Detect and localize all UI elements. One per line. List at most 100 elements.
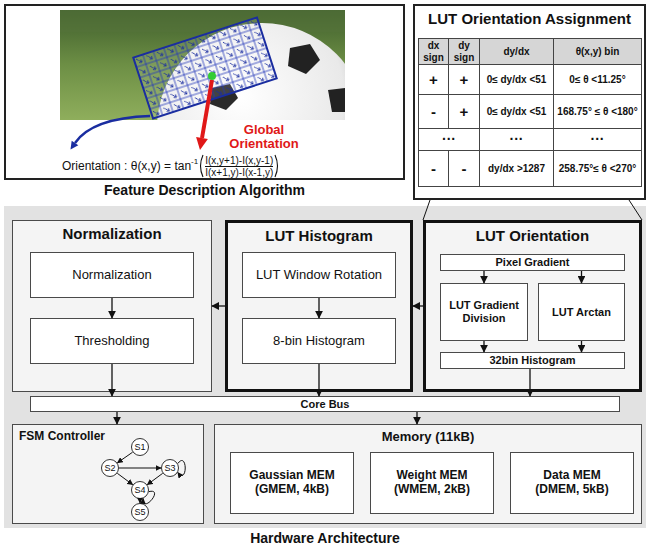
node-label: Normalization	[72, 268, 151, 283]
table-cell: 0≤ θ <11.25°	[554, 65, 642, 95]
table-cell: dy/dx >1287	[480, 151, 554, 187]
module-box: LUT HistogramLUT Window Rotation 8-bin Hi…	[225, 220, 413, 392]
connector	[529, 369, 530, 396]
connector	[116, 412, 117, 424]
cell-text: 258.75°≤ θ <270°	[559, 163, 637, 175]
parenthesis	[198, 154, 204, 178]
cell-text: 0≤ dy/dx <51	[487, 106, 547, 118]
algorithm-panel: Global OrientationOrientation : θ(x,y) =…	[4, 4, 405, 180]
cell-text: -	[462, 160, 467, 177]
node-label: Gaussian MEM (GMEM, 4kB)	[244, 469, 340, 497]
connector	[140, 499, 141, 503]
memory-box: Memory (11kB)Gaussian MEM (GMEM, 4kB)Wei…	[214, 424, 642, 524]
cell-text: +	[429, 71, 438, 88]
formula-exponent: -1	[191, 157, 198, 166]
process-box: LUT Window Rotation	[242, 252, 396, 298]
connector	[117, 452, 132, 463]
panel-heading: Hardware Architecture	[4, 530, 646, 546]
connector	[143, 491, 155, 504]
table-cell: dy/dx	[480, 39, 554, 65]
fraction: I(x,y+1)-I(x,y-1)I(x+1,y)-I(x-1,y)	[205, 155, 273, 178]
cell-text: dy sign	[450, 40, 478, 63]
state-circle: S2	[101, 459, 119, 477]
connector	[416, 412, 417, 424]
connector	[178, 460, 185, 475]
orientation-arrow	[202, 80, 212, 138]
callout-label: Global Orientation	[222, 123, 306, 151]
table-cell: ···	[419, 129, 480, 151]
connector	[318, 298, 319, 318]
cell-text: -	[431, 160, 436, 177]
connector	[111, 364, 112, 396]
lut-table: dx signdy sign dy/dx θ(x,y) bin + +0≤ dy/dx …	[418, 38, 642, 187]
cell-text: ···	[442, 131, 456, 147]
process-box: LUT Gradient Division	[440, 283, 528, 341]
memory-block: Weight MEM (WMEM, 2kB)	[370, 452, 494, 514]
node-label: S4	[134, 485, 145, 495]
connector	[318, 364, 319, 396]
sample-grid	[133, 17, 276, 118]
table-cell: ···	[480, 129, 554, 151]
connector	[147, 473, 162, 484]
node-label: 32bin Histogram	[489, 354, 575, 367]
orientation-arrowhead	[196, 137, 208, 150]
process-box: Normalization	[30, 252, 194, 298]
state-circle: S5	[131, 503, 149, 521]
node-label: S3	[164, 463, 175, 473]
connector	[423, 200, 430, 220]
node-label: Thresholding	[74, 334, 149, 349]
node-label: LUT Window Rotation	[256, 268, 382, 283]
memory-block: Data MEM (DMEM, 5kB)	[510, 452, 634, 514]
node-title: LUT Histogram	[228, 227, 410, 245]
connector	[119, 468, 161, 469]
connector	[483, 271, 484, 283]
process-box: Pixel Gradient	[440, 254, 625, 271]
parenthesis	[274, 154, 280, 178]
cell-text: 168.75° ≤ θ <180°	[557, 106, 637, 118]
cell-text: -	[431, 103, 436, 120]
node-label: Pixel Gradient	[496, 256, 570, 269]
photo	[60, 10, 345, 120]
node-label: Weight MEM (WMEM, 2kB)	[384, 469, 480, 497]
connector	[413, 305, 423, 306]
table-cell: dx sign	[419, 39, 449, 65]
memory-block: Gaussian MEM (GMEM, 4kB)	[230, 452, 354, 514]
node-title: LUT Orientation	[426, 227, 639, 245]
table-cell: -	[449, 151, 480, 187]
process-box: Thresholding	[30, 318, 194, 364]
process-box: 8-bin Histogram	[242, 318, 396, 364]
table-cell: +	[449, 65, 480, 95]
controller-box: FSM ControllerS1S2 S3S4S5	[12, 424, 204, 524]
node-label: S2	[104, 463, 115, 473]
formula-numerator: I(x,y+1)-I(x,y-1)	[205, 155, 273, 166]
keypoint-dot	[208, 72, 216, 80]
table-cell: θ(x,y) bin	[554, 39, 642, 65]
node-title: Normalization	[13, 225, 211, 243]
formula-row: Orientation : θ(x,y) = tan-1I(x,y+1)-I(x…	[62, 154, 280, 178]
cell-text: +	[460, 71, 469, 88]
cell-text: dx sign	[420, 40, 447, 63]
node-label: LUT Gradient Division	[444, 299, 524, 324]
cell-text: dy/dx	[503, 46, 529, 58]
table-cell: 168.75° ≤ θ <180°	[554, 95, 642, 129]
table-cell: 258.75°≤ θ <270°	[554, 151, 642, 187]
connector	[111, 298, 112, 318]
table-cell: +	[449, 95, 480, 129]
node-label: S5	[134, 507, 145, 517]
pointer-arrow	[75, 116, 150, 143]
table-cell: ···	[554, 129, 642, 151]
fraction-bar	[205, 166, 273, 167]
module-box: NormalizationNormalizationThresholding	[12, 220, 212, 392]
cell-text: 0≤ θ <11.25°	[569, 74, 625, 86]
node-title: FSM Controller	[13, 429, 203, 443]
state-circle: S3	[161, 459, 179, 477]
table-cell: -	[419, 151, 449, 187]
cell-text: 0≤ dy/dx <51	[487, 74, 547, 86]
process-box: 32bin Histogram	[440, 352, 625, 369]
connector	[117, 473, 132, 484]
node-title: LUT Orientation Assignment	[415, 10, 644, 28]
node-label: Core Bus	[301, 398, 350, 411]
module-box: LUT OrientationPixel GradientLUT Gradien…	[423, 220, 642, 392]
node-label: S1	[134, 442, 145, 452]
